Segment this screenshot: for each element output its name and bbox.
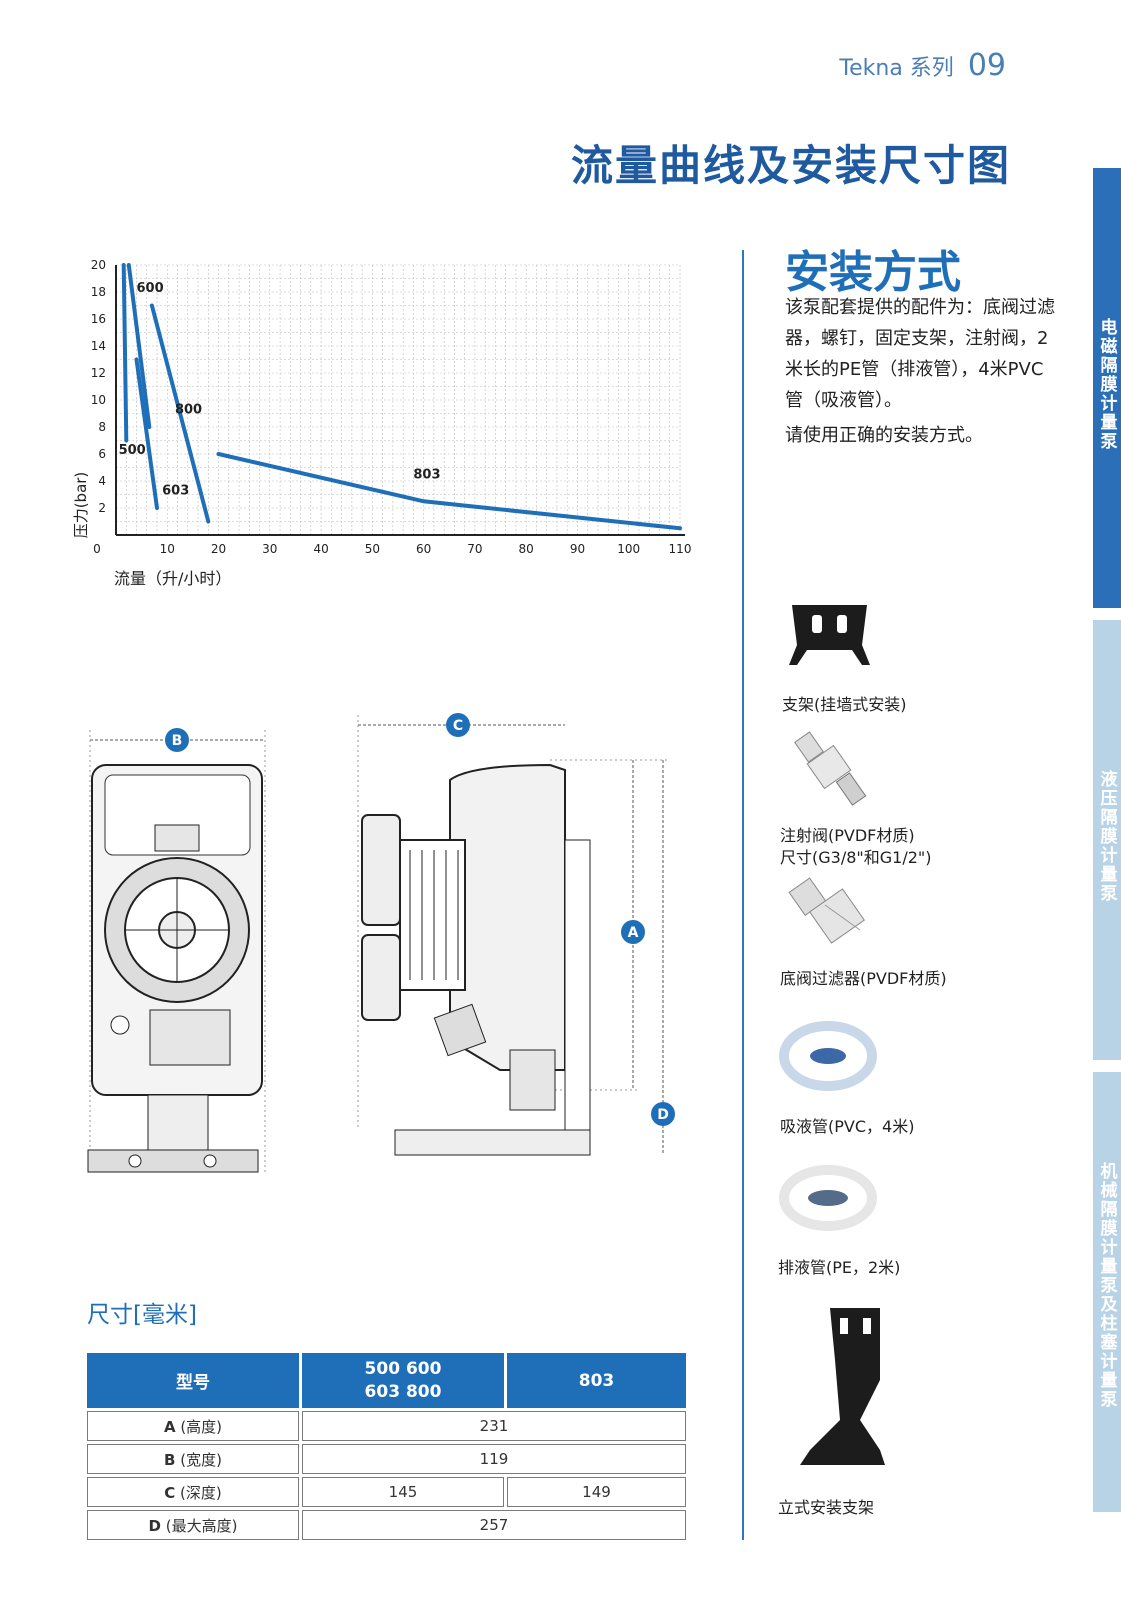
table-row: D (最大高度) 257 [87, 1510, 686, 1540]
table-row: C (深度) 145 149 [87, 1477, 686, 1507]
side-tab-hydraulic[interactable]: 液压隔膜计量泵 [1093, 620, 1121, 1060]
y-tick-label: 2 [98, 501, 106, 515]
dimensions-table: 型号 500 600 603 800 803 A (高度) 231 B (宽度)… [84, 1350, 689, 1543]
install-paragraph-2: 请使用正确的安装方式。 [785, 425, 983, 446]
page-title: 流量曲线及安装尺寸图 [570, 141, 1011, 190]
accessory-caption-bracket: 支架(挂墙式安装) [782, 695, 907, 714]
header-models-group: 500 600 603 800 [302, 1353, 504, 1408]
series-name: Tekna 系列 [839, 56, 954, 81]
page-number: 09 [967, 48, 1006, 83]
accessory-caption-floor-stand: 立式安装支架 [778, 1498, 875, 1517]
chart-axes [115, 265, 685, 536]
dimensions-title: 尺寸[毫米] [87, 1302, 197, 1328]
floor-stand-image [800, 1308, 885, 1465]
x-tick-label: 80 [519, 542, 534, 556]
series-line-800 [149, 303, 211, 524]
suction-tube-image [779, 1021, 877, 1091]
x-axis-label: 流量（升/小时） [114, 569, 231, 588]
x-tick-label: 70 [467, 542, 482, 556]
y-tick-label: 6 [98, 447, 106, 461]
x-tick-label: 60 [416, 542, 431, 556]
x-tick-label: 110 [669, 542, 692, 556]
x-tick-label: 90 [570, 542, 585, 556]
header-803: 803 [507, 1353, 686, 1408]
dimension-label-c: C [453, 718, 463, 734]
table-row: B (宽度) 119 [87, 1444, 686, 1474]
accessory-caption-foot-valve: 底阀过滤器(PVDF材质) [780, 969, 947, 988]
y-axis-label: 压力(bar) [72, 472, 90, 539]
x-tick-label: 20 [211, 542, 226, 556]
series-line-600 [126, 263, 152, 429]
series-line-603 [134, 357, 159, 510]
flow-pressure-chart: 500 600 603 800 803 0 10 20 30 40 50 60 70 80 90 100 11… [72, 258, 692, 588]
dimension-label-d: D [657, 1107, 669, 1123]
accessory-caption-injection-valve: 注射阀(PVDF材质) 尺寸(G3/8"和G1/2") [780, 825, 932, 869]
series-line-803 [216, 452, 682, 531]
row-value-c-803: 149 [507, 1477, 686, 1507]
x-tick-label: 100 [617, 542, 640, 556]
row-value-b: 119 [302, 1444, 686, 1474]
dimension-label-b: B [172, 733, 183, 749]
install-description: 该泵配套提供的配件为：底阀过滤器，螺钉，固定支架，注射阀，2米长的PE管（排液管… [785, 292, 1055, 455]
y-tick-label: 18 [91, 285, 106, 299]
x-tick-label: 40 [313, 542, 328, 556]
series-label-603: 603 [162, 484, 189, 499]
y-tick-label: 14 [91, 339, 106, 353]
pump-side-view-drawing: C A D [357, 713, 675, 1156]
injection-valve-material: 注射阀(PVDF材质) [780, 826, 915, 845]
pump-front-view-drawing: B [87, 728, 266, 1175]
table-row: A (高度) 231 [87, 1411, 686, 1441]
x-tick-label: 10 [160, 542, 175, 556]
install-title: 安装方式 [785, 247, 961, 298]
wall-bracket-image [789, 605, 870, 665]
row-label-d: D (最大高度) [87, 1510, 299, 1540]
y-tick-label: 20 [91, 258, 106, 272]
series-label-600: 600 [137, 281, 164, 296]
install-paragraph-1: 该泵配套提供的配件为：底阀过滤器，螺钉，固定支架，注射阀，2米长的PE管（排液管… [785, 297, 1055, 411]
side-tab-mechanical[interactable]: 机械隔膜计量泵及柱塞计量泵 [1093, 1072, 1121, 1512]
y-tick-label: 12 [91, 366, 106, 380]
column-divider [742, 250, 744, 1540]
x-tick-label: 50 [365, 542, 380, 556]
row-label-b: B (宽度) [87, 1444, 299, 1474]
side-tab-electromagnetic[interactable]: 电磁隔膜计量泵 [1093, 168, 1121, 608]
row-value-d: 257 [302, 1510, 686, 1540]
discharge-tube-image [779, 1165, 877, 1231]
dimension-label-a: A [628, 925, 639, 941]
row-label-c: C (深度) [87, 1477, 299, 1507]
series-label-800: 800 [175, 403, 202, 418]
series-label-500: 500 [119, 443, 146, 458]
chart-series: 500 600 603 800 803 [119, 263, 682, 531]
injection-valve-size: 尺寸(G3/8"和G1/2") [780, 848, 932, 867]
row-value-a: 231 [302, 1411, 686, 1441]
x-tick-label: 30 [262, 542, 277, 556]
accessory-caption-suction-tube: 吸液管(PVC，4米) [780, 1117, 915, 1136]
x-tick-label: 0 [93, 542, 101, 556]
y-tick-label: 16 [91, 312, 106, 326]
foot-valve-filter-image [788, 877, 865, 944]
chart-grid [115, 264, 681, 536]
chart-tick-labels: 0 10 20 30 40 50 60 70 80 90 100 110 2 4 6 8 10 12 14 16 18 2… [91, 258, 692, 556]
y-tick-label: 10 [91, 393, 106, 407]
y-tick-label: 8 [98, 420, 106, 434]
header-model: 型号 [87, 1353, 299, 1408]
page-header: Tekna 系列 09 [839, 48, 1006, 83]
y-tick-label: 4 [98, 474, 106, 488]
series-line-500 [121, 263, 129, 443]
injection-valve-image [794, 731, 867, 806]
header-models-line2: 603 800 [364, 1381, 442, 1402]
row-label-a: A (高度) [87, 1411, 299, 1441]
header-models-line1: 500 600 [364, 1358, 442, 1379]
accessory-caption-discharge-tube: 排液管(PE，2米) [778, 1258, 901, 1277]
table-header-row: 型号 500 600 603 800 803 [87, 1353, 686, 1408]
row-value-c-small: 145 [302, 1477, 504, 1507]
series-label-803: 803 [413, 467, 440, 482]
